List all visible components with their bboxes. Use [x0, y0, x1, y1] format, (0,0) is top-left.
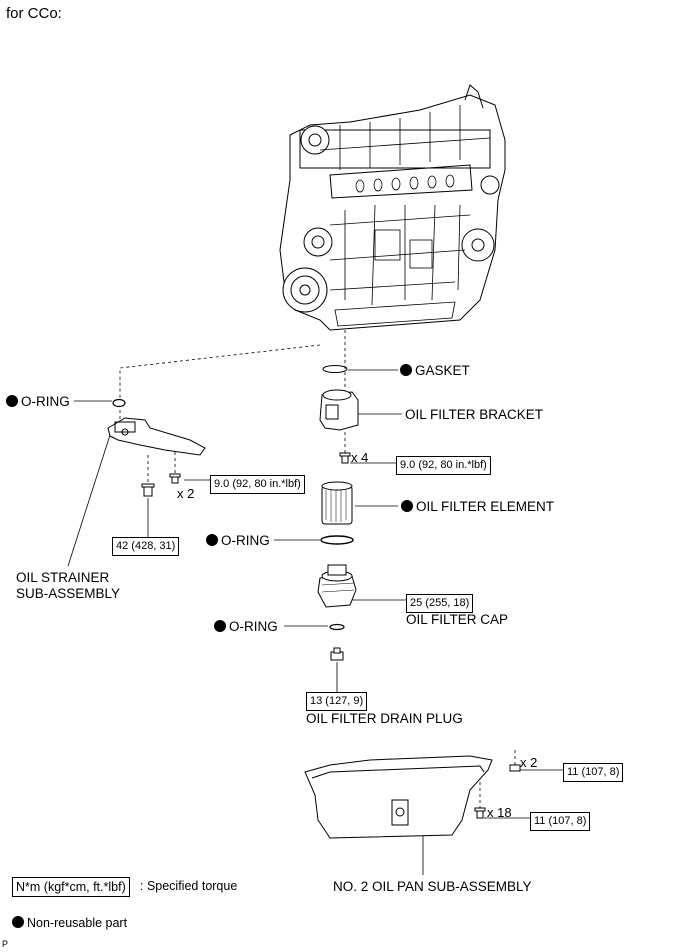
bracket-bolt-part [339, 452, 351, 464]
o-ring-mid-part [320, 535, 354, 545]
oil-filter-cap-label: OIL FILTER CAP [406, 612, 509, 627]
legend-torque-desc: : Specified torque [140, 879, 238, 893]
pan-nut-qty: x 2 [520, 755, 538, 770]
legend-non-reusable: Non-reusable part [12, 916, 127, 930]
pan-bolt-torque: 11 (107, 8) [530, 812, 591, 831]
drain-plug-torque: 13 (127, 9) [306, 692, 368, 711]
oil-filter-element-label: OIL FILTER ELEMENT [401, 500, 554, 514]
non-reusable-icon [400, 364, 412, 376]
o-ring-low-label: O-RING [214, 620, 278, 634]
o-ring-mid-label: O-RING [206, 534, 270, 548]
oil-pan-part [304, 755, 493, 839]
oil-filter-element-part [321, 481, 353, 525]
engine-illustration [279, 84, 506, 331]
o-ring-left-label: O-RING [6, 395, 70, 409]
filter-cap-torque: 25 (255, 18) [406, 594, 474, 613]
oil-pan-label: NO. 2 OIL PAN SUB-ASSEMBLY [333, 879, 532, 894]
pan-bolt-part [474, 807, 486, 819]
legend-torque-unit: N*m (kgf*cm, ft.*lbf) [12, 877, 130, 898]
pan-nut-part [509, 764, 521, 772]
strainer-bolt-qty: x 2 [177, 486, 195, 501]
non-reusable-icon [214, 620, 226, 632]
oil-strainer-label-line1: OIL STRAINER [16, 570, 110, 585]
strainer-bolt-part [169, 473, 181, 484]
strainer-stud-part [141, 483, 155, 497]
oil-strainer-part [107, 417, 206, 456]
non-reusable-icon [401, 500, 413, 512]
strainer-stud-torque: 42 (428, 31) [112, 537, 180, 556]
footer-code: P [2, 939, 9, 949]
gasket-label: GASKET [400, 364, 470, 378]
pan-nut-torque: 11 (107, 8) [563, 763, 624, 782]
o-ring-left-part [112, 398, 126, 408]
non-reusable-icon [12, 916, 24, 928]
oil-filter-cap-part [317, 564, 357, 608]
page-title: for CCo: [6, 5, 62, 22]
o-ring-low-part [329, 623, 345, 631]
oil-strainer-label-line2: SUB-ASSEMBLY [16, 586, 121, 601]
pan-bolt-qty: x 18 [487, 805, 512, 820]
oil-filter-bracket-label: OIL FILTER BRACKET [405, 407, 544, 422]
non-reusable-icon [6, 395, 18, 407]
strainer-bolt-torque: 9.0 (92, 80 in.*lbf) [210, 475, 305, 494]
oil-filter-drain-plug-label: OIL FILTER DRAIN PLUG [306, 711, 463, 726]
bracket-bolt-torque: 9.0 (92, 80 in.*lbf) [396, 456, 491, 475]
drain-plug-part [330, 647, 344, 661]
non-reusable-icon [206, 534, 218, 546]
gasket-part [322, 365, 348, 373]
bracket-bolt-qty: x 4 [351, 450, 369, 465]
alignment-lines [119, 330, 516, 808]
oil-filter-bracket-part [319, 389, 359, 431]
